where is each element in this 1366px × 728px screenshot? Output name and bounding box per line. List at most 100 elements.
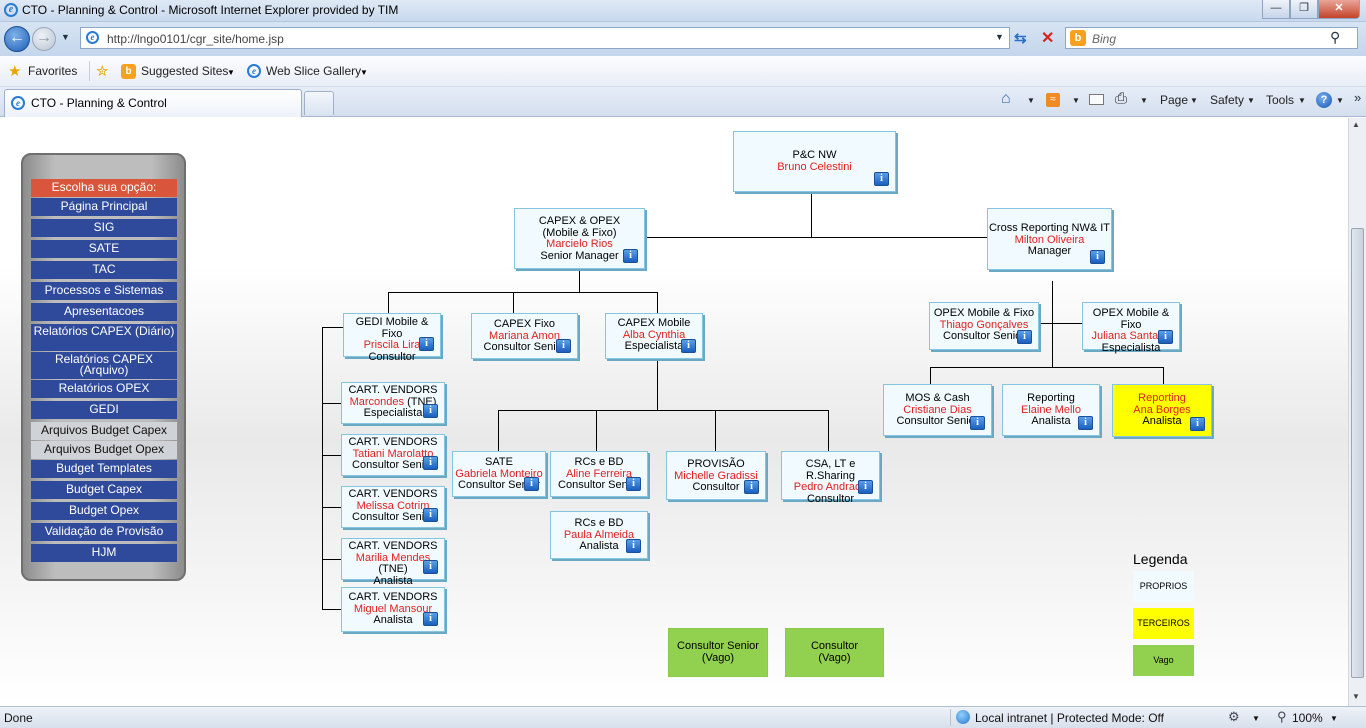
menu-item-sig[interactable]: SIG: [31, 219, 177, 237]
info-icon[interactable]: i: [423, 560, 438, 574]
menu-item-relatorios-capex-diario[interactable]: Relatórios CAPEX (Diário): [31, 324, 177, 351]
page-dropdown-icon[interactable]: ▼: [1190, 96, 1198, 105]
read-mail-icon[interactable]: [1089, 94, 1104, 105]
tools-dropdown-icon[interactable]: ▼: [1298, 96, 1306, 105]
info-icon[interactable]: i: [524, 477, 539, 491]
menu-item-budget-templates[interactable]: Budget Templates: [31, 460, 177, 478]
feeds-icon[interactable]: ≈: [1046, 93, 1060, 107]
node-role: RCs e BD: [574, 456, 624, 468]
node-title: Analista: [1031, 415, 1071, 427]
web-slice-dropdown-icon[interactable]: ▼: [360, 68, 368, 77]
vertical-scrollbar[interactable]: ▲ ▼: [1348, 118, 1366, 706]
help-dropdown-icon[interactable]: ▼: [1336, 96, 1344, 105]
node-title: (Vago): [701, 651, 735, 664]
feeds-dropdown-icon[interactable]: ▼: [1072, 96, 1080, 105]
protected-dropdown-icon[interactable]: ▼: [1252, 714, 1260, 723]
close-window-button[interactable]: ✕: [1318, 0, 1360, 19]
scrollbar-thumb[interactable]: [1351, 228, 1364, 678]
org-node-reporting-2: Reporting Ana Borges Analista i: [1112, 384, 1212, 437]
menu-item-hjm[interactable]: HJM: [31, 544, 177, 562]
zoom-level[interactable]: 100%: [1292, 711, 1323, 725]
info-icon[interactable]: i: [626, 477, 641, 491]
zoom-dropdown-icon[interactable]: ▼: [1330, 714, 1338, 723]
info-icon[interactable]: i: [423, 456, 438, 470]
scroll-up-icon[interactable]: ▲: [1352, 120, 1360, 129]
maximize-button[interactable]: ❐: [1290, 0, 1318, 19]
org-node-capex-fixo: CAPEX Fixo Mariana Amon Consultor Senior…: [471, 313, 578, 359]
zoom-icon[interactable]: ⚲: [1277, 709, 1287, 724]
menu-item-budget-opex[interactable]: Budget Opex: [31, 502, 177, 520]
web-slice-gallery-link[interactable]: Web Slice Gallery: [266, 64, 362, 78]
more-commands-icon[interactable]: »: [1354, 90, 1362, 105]
info-icon[interactable]: i: [858, 480, 873, 494]
info-icon[interactable]: i: [419, 337, 434, 351]
menu-item-relatorios-opex[interactable]: Relatórios OPEX: [31, 380, 177, 398]
address-bar[interactable]: e http://lngo0101/cgr_site/home.jsp ▼: [80, 27, 1010, 49]
suggested-sites-link[interactable]: Suggested Sites: [141, 64, 229, 78]
page-menu[interactable]: Page: [1160, 93, 1189, 107]
info-icon[interactable]: i: [626, 539, 641, 553]
home-icon[interactable]: ⌂: [1001, 90, 1011, 107]
search-placeholder[interactable]: Bing: [1092, 32, 1117, 46]
back-button[interactable]: ←: [4, 26, 30, 52]
history-dropdown-icon[interactable]: ▼: [61, 32, 70, 42]
info-icon[interactable]: i: [1190, 417, 1205, 431]
info-icon[interactable]: i: [1090, 250, 1105, 264]
tools-menu[interactable]: Tools: [1266, 93, 1295, 107]
print-icon[interactable]: ⎙: [1115, 90, 1128, 107]
menu-item-relatorios-capex-arquivo[interactable]: Relatórios CAPEX (Arquivo): [31, 352, 177, 379]
info-icon[interactable]: i: [623, 249, 638, 263]
node-role: CART. VENDORS: [348, 591, 438, 603]
refresh-icon[interactable]: ⇆: [1014, 30, 1027, 47]
forward-button[interactable]: →: [32, 27, 56, 51]
info-icon[interactable]: i: [423, 404, 438, 418]
print-dropdown-icon[interactable]: ▼: [1140, 96, 1148, 105]
info-icon[interactable]: i: [744, 480, 759, 494]
info-icon[interactable]: i: [556, 339, 571, 353]
connector-line: [1052, 323, 1082, 324]
node-title: Analista: [579, 540, 619, 552]
favorites-button[interactable]: Favorites: [28, 64, 78, 78]
stop-icon[interactable]: ✕: [1041, 30, 1055, 47]
menu-item-tac[interactable]: TAC: [31, 261, 177, 279]
protected-mode-icon[interactable]: ⚙: [1228, 709, 1240, 724]
address-dropdown-icon[interactable]: ▼: [995, 32, 1004, 42]
info-icon[interactable]: i: [423, 612, 438, 626]
info-icon[interactable]: i: [970, 416, 985, 430]
info-icon[interactable]: i: [874, 172, 889, 186]
address-url[interactable]: http://lngo0101/cgr_site/home.jsp: [107, 32, 284, 46]
intranet-globe-icon: [956, 710, 970, 724]
suggested-sites-dropdown-icon[interactable]: ▼: [227, 68, 235, 77]
menu-item-arquivos-budget-opex[interactable]: Arquivos Budget Opex: [31, 441, 177, 459]
menu-item-arquivos-budget-capex[interactable]: Arquivos Budget Capex: [31, 422, 177, 440]
info-icon[interactable]: i: [1158, 330, 1173, 344]
menu-item-gedi[interactable]: GEDI: [31, 401, 177, 419]
help-icon[interactable]: ?: [1316, 92, 1332, 108]
new-tab-button[interactable]: [304, 91, 334, 115]
info-icon[interactable]: i: [1078, 416, 1093, 430]
home-dropdown-icon[interactable]: ▼: [1027, 96, 1035, 105]
tab-cto-planning[interactable]: e CTO - Planning & Control: [4, 89, 302, 117]
menu-item-pagina-principal[interactable]: Página Principal: [31, 198, 177, 216]
search-icon[interactable]: ⚲: [1330, 29, 1341, 45]
menu-item-processos-sistemas[interactable]: Processos e Sistemas: [31, 282, 177, 300]
scroll-down-icon[interactable]: ▼: [1352, 692, 1360, 701]
info-icon[interactable]: i: [1017, 330, 1032, 344]
org-node-pc-nw: P&C NW Bruno Celestini i: [733, 131, 896, 192]
search-box[interactable]: b Bing ⚲: [1065, 27, 1358, 49]
info-icon[interactable]: i: [423, 508, 438, 522]
menu-item-sate[interactable]: SATE: [31, 240, 177, 258]
menu-item-budget-capex[interactable]: Budget Capex: [31, 481, 177, 499]
menu-item-validacao-provisao[interactable]: Validação de Provisão: [31, 523, 177, 541]
info-icon[interactable]: i: [681, 339, 696, 353]
minimize-button[interactable]: —: [1262, 0, 1290, 19]
legend-vago: Vago: [1133, 645, 1194, 676]
safety-menu[interactable]: Safety: [1210, 93, 1245, 107]
security-zone[interactable]: Local intranet | Protected Mode: Off: [975, 711, 1164, 725]
page-favicon-icon: e: [86, 31, 99, 44]
safety-dropdown-icon[interactable]: ▼: [1247, 96, 1255, 105]
menu-item-apresentacoes[interactable]: Apresentacoes: [31, 303, 177, 321]
node-person: Aline Ferreira: [565, 467, 633, 480]
add-favorite-icon[interactable]: ✮: [96, 63, 109, 80]
connector-line: [1040, 323, 1052, 324]
